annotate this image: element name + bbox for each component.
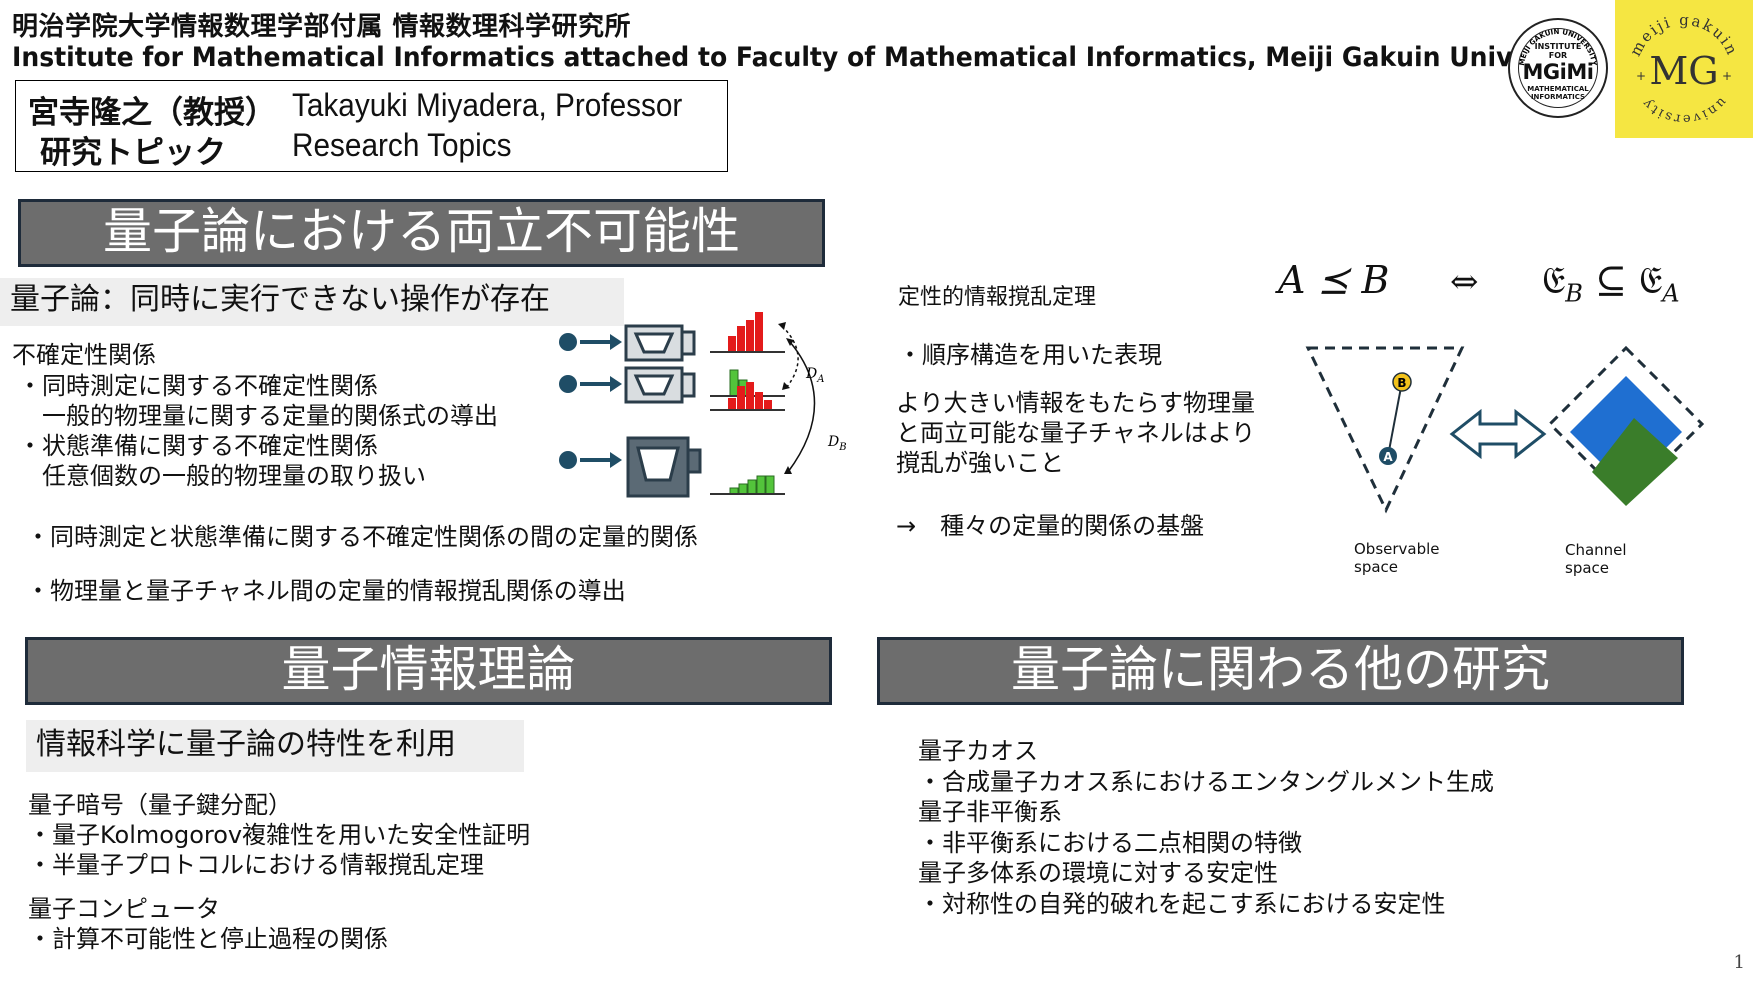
name-box: 宮寺隆之（教授） Takayuki Miyadera, Professor 研究… xyxy=(15,80,728,172)
foundation-line: → 種々の定量的関係の基盤 xyxy=(896,512,1205,540)
s1-line-4: 任意個数の一般的物理量の取り扱い xyxy=(18,462,426,490)
channel-set-green xyxy=(1592,418,1678,506)
formula-left: A ⪯ B xyxy=(1278,258,1390,302)
s3-line-4: 量子多体系の環境に対する安定性 xyxy=(918,859,1278,887)
s3-line-2: 量子非平衡系 xyxy=(918,798,1062,826)
formula-right: 𝔈B ⊆ 𝔈A xyxy=(1542,258,1680,308)
topic-jp: 研究トピック xyxy=(40,135,226,171)
svg-text:+: + xyxy=(1722,69,1732,83)
theorem-para-1: より大きい情報をもたらす物理量 xyxy=(896,389,1256,417)
mgimi-top-text: INSTITUTE FOR xyxy=(1534,42,1582,60)
histogram-red-top xyxy=(710,312,785,353)
node-a xyxy=(1379,447,1397,465)
channel-space-diamond xyxy=(1547,345,1705,503)
s3-line-0: 量子カオス xyxy=(918,737,1038,765)
histogram-green-bottom xyxy=(710,475,785,495)
s2-line-4: ・計算不可能性と停止過程の関係 xyxy=(28,925,388,953)
measurement-figure: DA DB xyxy=(559,312,847,498)
s2-line-1: ・量子Kolmogorov複雑性を用いた安全性証明 xyxy=(28,821,531,849)
page-number: 1 xyxy=(1733,952,1745,973)
svg-text:university: university xyxy=(1639,94,1730,126)
meiji-gakuin-emblem: meiji gakuin university MG + + xyxy=(1626,11,1739,126)
da-arrow xyxy=(781,325,799,389)
meiji-bottom-arc: university xyxy=(1639,94,1730,126)
equivalence-double-arrow xyxy=(1449,408,1547,460)
device-bottom xyxy=(559,436,702,498)
svg-text:B: B xyxy=(1397,376,1406,390)
svg-text:+: + xyxy=(1636,69,1646,83)
section2-banner: 量子情報理論 xyxy=(26,638,831,704)
institute-title-jp: 明治学院大学情報数理学部付属 情報数理科学研究所 xyxy=(12,12,632,42)
device-middle xyxy=(559,366,696,404)
db-label: DB xyxy=(827,434,847,453)
s2-line-3: 量子コンピュータ xyxy=(28,895,220,923)
section2-subtitle: 情報科学に量子論の特性を利用 xyxy=(26,720,524,772)
mgimi-logo: MEIJI GAKUIN UNIVERSITY INSTITUTE FOR MG… xyxy=(1508,18,1608,118)
s2-line-0: 量子暗号（量子鍵分配） xyxy=(28,791,292,819)
order-diagram: B A xyxy=(1305,345,1705,514)
theorem-para-2: と両立可能な量子チャネルはより xyxy=(896,419,1256,447)
svg-text:A: A xyxy=(1383,450,1393,464)
qualitative-theorem-title: 定性的情報撹乱定理 xyxy=(898,285,1097,310)
name-jp: 宮寺隆之（教授） xyxy=(28,95,276,131)
s1-line-0: 不確定性関係 xyxy=(12,341,156,369)
mgimi-inner-ring xyxy=(1518,28,1598,108)
s1-line-3: ・状態準備に関する不確定性関係 xyxy=(18,432,378,460)
section1-banner: 量子論における両立不可能性 xyxy=(19,200,824,266)
name-en: Takayuki Miyadera, Professor xyxy=(292,87,683,123)
mgimi-bottom-text: MATHEMATICAL INFORMATICS xyxy=(1527,85,1589,101)
mgimi-main-text: MGiMi xyxy=(1522,60,1594,84)
observable-space-triangle xyxy=(1305,346,1465,514)
formula-iff: ⇔ xyxy=(1450,262,1479,302)
meiji-mark: MG xyxy=(1649,49,1718,93)
section1-subtitle: 量子論：同時に実行できない操作が存在 xyxy=(0,278,624,326)
section3-banner: 量子論に関わる他の研究 xyxy=(878,638,1683,704)
s3-line-1: ・合成量子カオス系におけるエンタングルメント生成 xyxy=(918,768,1494,796)
order-structure-bullet: ・順序構造を用いた表現 xyxy=(898,341,1162,369)
s2-line-2: ・半量子プロトコルにおける情報撹乱定理 xyxy=(28,851,484,879)
s1-bullet-a: ・同時測定と状態準備に関する不確定性関係の間の定量的関係 xyxy=(26,523,698,551)
topic-en: Research Topics xyxy=(292,127,512,163)
meiji-gakuin-logo: meiji gakuin university MG + + xyxy=(1615,0,1753,138)
da-label: DA xyxy=(805,366,824,385)
s1-line-2: 一般的物理量に関する定量的関係式の導出 xyxy=(18,402,498,430)
s3-line-3: ・非平衡系における二点相関の特徴 xyxy=(918,829,1302,857)
institute-title-en: Institute for Mathematical Informatics a… xyxy=(12,42,1594,73)
s3-line-5: ・対称性の自発的破れを起こす系における安定性 xyxy=(918,890,1446,918)
node-b xyxy=(1392,372,1412,392)
s1-line-1: ・同時測定に関する不確定性関係 xyxy=(18,372,378,400)
db-arrow xyxy=(787,341,816,473)
device-top xyxy=(559,324,696,362)
theorem-para-3: 撹乱が強いこと xyxy=(896,449,1064,477)
s1-bullet-b: ・物理量と量子チャネル間の定量的情報撹乱関係の導出 xyxy=(26,577,626,605)
histogram-red-bottom xyxy=(710,382,785,411)
